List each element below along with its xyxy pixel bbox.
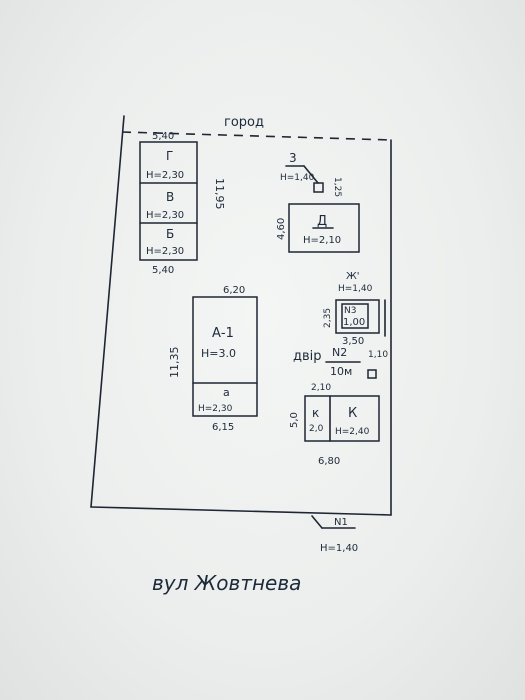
entrance-leader <box>311 515 323 529</box>
feature-3-height: Н=1,40 <box>280 173 315 183</box>
feature-3-leader <box>303 165 319 184</box>
building-k-small-letter: к <box>312 406 319 420</box>
building-zh-inner-box <box>341 303 369 329</box>
block-left-top-width: 5,40 <box>152 131 174 142</box>
building-zh: Ж' Н=1,40 N3 1,00 2,35 3,50 1,10 <box>323 271 388 360</box>
building-zh-side-length: 2,35 <box>323 308 333 328</box>
boundary-bottom-line <box>90 506 392 516</box>
building-k-outline <box>304 395 380 442</box>
courtyard-label-text: двір <box>293 349 322 364</box>
building-k-large-height: Н=2,40 <box>335 427 370 437</box>
building-a-main-height: Н=3.0 <box>201 347 236 360</box>
courtyard-number: N2 <box>332 346 347 359</box>
building-k-bottom-width: 6,80 <box>318 456 340 467</box>
boundary-left-line <box>90 115 125 508</box>
street-label: вул Жовтнева <box>152 571 301 595</box>
building-d: Д Н=2,10 4,60 <box>276 203 360 253</box>
building-k-top-width: 2,10 <box>311 383 331 393</box>
building-d-height: Н=2,10 <box>303 235 341 246</box>
building-zh-inner-number: N3 <box>344 306 356 316</box>
entrance-height: Н=1,40 <box>320 543 358 554</box>
building-a-annex-height: Н=2,30 <box>198 404 233 414</box>
courtyard-label: двір N2 10м <box>293 346 377 379</box>
building-a-main-letter: А-1 <box>212 326 234 341</box>
building-k-small-height: 2,0 <box>309 424 324 434</box>
building-a: 6,20 6,15 11,35 А-1 Н=3.0 а Н=2,30 <box>168 285 258 433</box>
block-left-outline <box>139 141 198 261</box>
room-g-letter: Г <box>166 149 173 163</box>
feature-3: 3 Н=1,40 1,25 <box>280 151 342 197</box>
building-zh-right-value: 1,10 <box>368 350 388 360</box>
building-a-top-width: 6,20 <box>223 285 245 296</box>
building-zh-inner-value: 1,00 <box>343 317 365 328</box>
building-d-letter: Д <box>317 214 327 229</box>
room-b-letter: Б <box>166 227 174 241</box>
building-zh-outline <box>335 299 380 334</box>
building-d-outline <box>288 203 360 253</box>
room-g-height: Н=2,30 <box>146 170 184 181</box>
block-left-bottom-width: 5,40 <box>152 265 174 276</box>
top-label: город <box>224 115 264 130</box>
boundary-top-dashed-line <box>121 131 392 141</box>
building-a-annex-letter: а <box>223 386 230 399</box>
building-zh-height: Н=1,40 <box>338 284 373 294</box>
building-a-side-length: 11,35 <box>168 347 181 379</box>
building-k-side-length: 5,0 <box>289 412 300 428</box>
room-v-height: Н=2,30 <box>146 210 184 221</box>
building-a-bottom-width: 6,15 <box>212 422 234 433</box>
building-a-outline <box>192 296 258 417</box>
building-k-large-letter: К <box>348 406 357 421</box>
room-b-height: Н=2,30 <box>146 246 184 257</box>
entrance-n1: N1 Н=1,40 <box>311 515 358 554</box>
room-v-letter: В <box>166 190 174 204</box>
building-k: 2,10 к 2,0 К Н=2,40 5,0 6,80 <box>289 383 380 467</box>
courtyard-marker <box>367 369 377 379</box>
building-zh-bottom-width: 3,50 <box>342 336 364 347</box>
block-left-side-length: 11,95 <box>213 178 226 210</box>
courtyard-area: 10м <box>330 365 352 378</box>
building-d-side-length: 4,60 <box>276 218 287 240</box>
feature-3-square <box>313 182 324 193</box>
feature-3-side-length: 1,25 <box>332 177 342 197</box>
entrance-number: N1 <box>334 517 348 528</box>
building-zh-label: Ж' <box>346 271 360 282</box>
feature-3-number: 3 <box>289 151 297 165</box>
block-left: 5,40 5,40 11,95 Г Н=2,30 В Н=2,30 Б Н=2,… <box>139 131 226 276</box>
